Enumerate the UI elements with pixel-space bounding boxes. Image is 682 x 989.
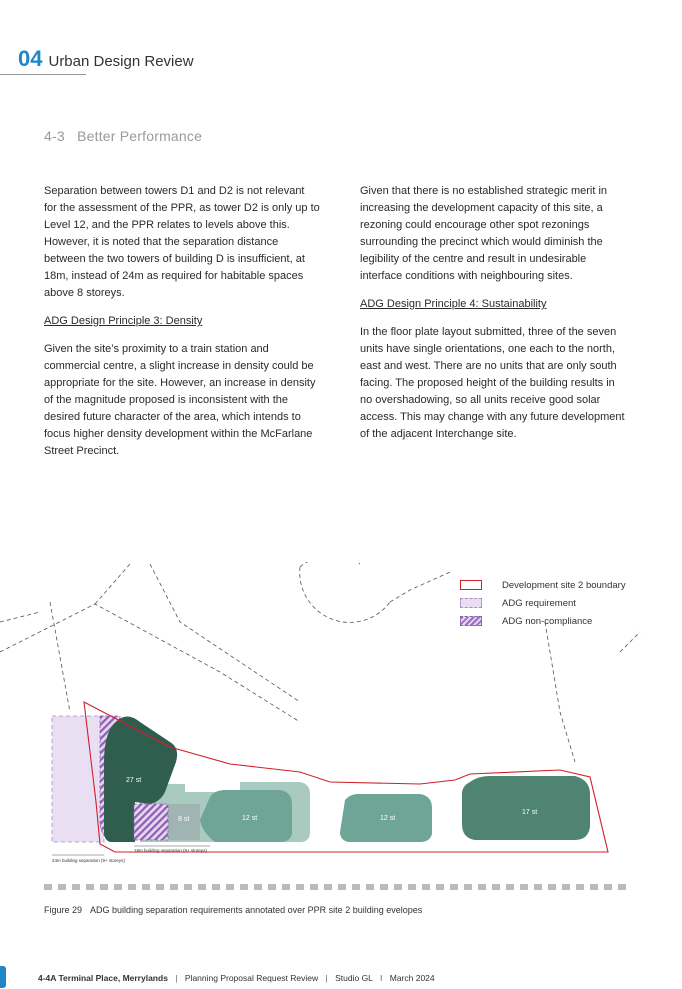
chapter-number: 04 bbox=[18, 46, 43, 71]
building-12-storeys-a bbox=[200, 790, 292, 842]
separation-annotations bbox=[52, 845, 210, 856]
street-line bbox=[544, 621, 576, 763]
site-boundary bbox=[83, 701, 609, 853]
building-label: 27 st bbox=[126, 777, 141, 784]
building-12-storeys-b bbox=[340, 794, 432, 842]
non-compliance-zone-separation bbox=[133, 803, 169, 841]
building-label: 12 st bbox=[380, 815, 395, 822]
principle-subheading: ADG Design Principle 4: Sustainability bbox=[360, 298, 547, 310]
building-17-storeys bbox=[462, 776, 590, 840]
legend-label: Development site 2 boundary bbox=[502, 579, 626, 591]
footer-separator: | bbox=[175, 973, 178, 983]
legend-item: ADG requirement bbox=[460, 594, 640, 612]
legend-item: ADG non-compliance bbox=[460, 612, 640, 630]
building-label: 17 st bbox=[522, 809, 537, 816]
paragraph: In the floor plate layout submitted, thr… bbox=[360, 326, 625, 440]
paragraph: Given that there is no established strat… bbox=[360, 185, 608, 282]
section-heading: 4-3 Better Performance bbox=[44, 128, 203, 144]
caption-label: Figure 29 bbox=[44, 905, 83, 915]
footer-project: 4-4A Terminal Place, Merrylands bbox=[38, 973, 168, 983]
street-line bbox=[149, 563, 301, 703]
street-line bbox=[94, 563, 131, 605]
footer-studio: Studio GL bbox=[335, 973, 373, 983]
site-plan-drawing: 27 st 8 st 12 st 12 st 17 st 18m buildin… bbox=[0, 562, 641, 890]
legend-item: Development site 2 boundary bbox=[460, 576, 640, 594]
figure-legend: Development site 2 boundary ADG requirem… bbox=[460, 576, 640, 630]
separation-annotation-text: 18m building separation (9+ storeys) bbox=[134, 848, 207, 853]
adg-requirement-zone bbox=[51, 715, 105, 843]
tower-27-storeys bbox=[104, 716, 178, 842]
building-8-storeys bbox=[168, 804, 200, 840]
separation-annotation-text: 24m building separation (9+ storeys) bbox=[52, 858, 125, 863]
non-compliance-swatch-icon bbox=[460, 616, 482, 626]
footer-date: March 2024 bbox=[389, 973, 435, 983]
roundabout-arc bbox=[299, 566, 391, 623]
right-text-column: Given that there is no established strat… bbox=[360, 183, 626, 454]
principle-subheading: ADG Design Principle 3: Density bbox=[44, 315, 203, 327]
footer-separator: | bbox=[325, 973, 328, 983]
building-label: 12 st bbox=[242, 815, 257, 822]
figure-caption: Figure 29 ADG building separation requir… bbox=[44, 905, 428, 915]
footer-document: Planning Proposal Request Review bbox=[184, 973, 319, 983]
context-lines bbox=[0, 562, 641, 763]
paragraph: Separation between towers D1 and D2 is n… bbox=[44, 185, 320, 299]
street-line bbox=[0, 603, 301, 723]
chapter-title: Urban Design Review bbox=[48, 53, 194, 70]
footer-text: 4-4A Terminal Place, Merrylands | Planni… bbox=[38, 973, 435, 983]
page-tab bbox=[0, 966, 6, 988]
requirement-swatch-icon bbox=[460, 598, 482, 608]
site-plan-figure: 27 st 8 st 12 st 12 st 17 st 18m buildin… bbox=[0, 562, 682, 902]
page-footer: 4-4A Terminal Place, Merrylands | Planni… bbox=[0, 966, 682, 989]
street-line bbox=[0, 611, 41, 623]
legend-label: ADG requirement bbox=[502, 597, 576, 609]
street-line bbox=[389, 571, 451, 603]
boundary-swatch-icon bbox=[460, 580, 482, 590]
street-line bbox=[49, 601, 71, 713]
street-line bbox=[619, 631, 641, 653]
caption-text: ADG building separation requirements ann… bbox=[90, 905, 423, 915]
paragraph: Given the site’s proximity to a train st… bbox=[44, 343, 316, 457]
footer-separator: I bbox=[379, 973, 383, 983]
chapter-header: 04 Urban Design Review bbox=[18, 46, 194, 72]
left-text-column: Separation between towers D1 and D2 is n… bbox=[44, 183, 320, 471]
header-divider bbox=[0, 74, 86, 75]
building-label: 8 st bbox=[178, 816, 189, 823]
roundabout-arc bbox=[299, 562, 361, 568]
legend-label: ADG non-compliance bbox=[502, 615, 593, 627]
